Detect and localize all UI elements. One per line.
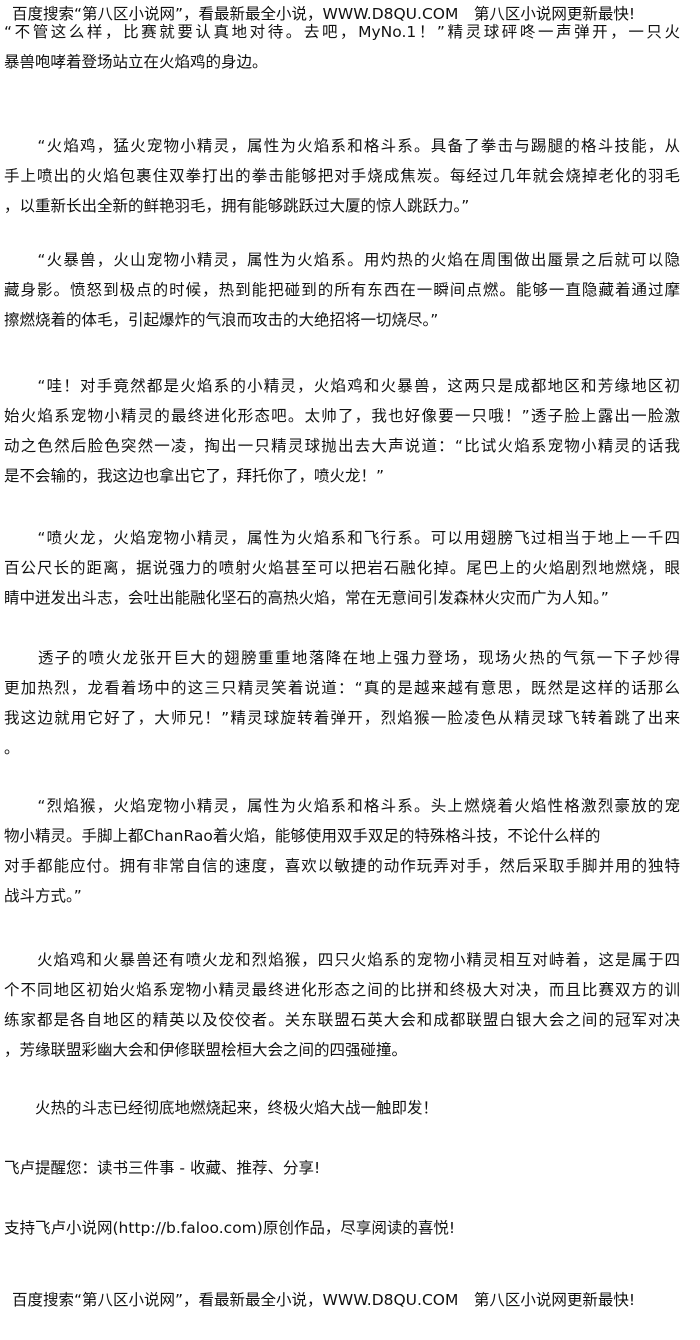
text-line: 我这边就用它好了，大师兄！”精灵球旋转着弹开，烈焰猴一脸凌色从精灵球飞转着跳了出…: [4, 709, 680, 727]
text-line: 练家都是各自地区的精英以及佼佼者。关东联盟石英大会和成都联盟白银大会之间的冠军对…: [4, 1011, 680, 1029]
text-line: 火热的斗志已经彻底地燃烧起来，终极火焰大战一触即发！: [4, 1099, 439, 1117]
text-line: 藏身影。愤怒到极点的时候，热到能把碰到的所有东西在一瞬间点燃。能够一直隐藏着通过…: [4, 281, 680, 299]
text-line: 物小精灵。手脚上都ChanRao着火焰，能够使用双手双足的特殊格斗技，不论什么样…: [4, 827, 601, 845]
text-line: 动之色然后脸色突然一凌，掏出一只精灵球抛出去大声说道：“比试火焰系宠物小精灵的话…: [4, 437, 680, 455]
footer-ad: 百度搜索“第八区小说网”，看最新最全小说，WWW.D8QU.COM 第八区小说网…: [12, 1291, 636, 1309]
text-line: 火焰鸡和火暴兽还有喷火龙和烈焰猴，四只火焰系的宠物小精灵相互对峙着，这是属于四: [4, 951, 680, 969]
text-line: “不管这么样，比赛就要认真地对待。去吧，MyNo.1！”精灵球砰咚一声弹开，一只…: [4, 23, 680, 41]
text-line: 更加热烈，龙看着场中的这三只精灵笑着说道：“真的是越来越有意思，既然是这样的话那…: [4, 679, 680, 697]
text-line: 个不同地区初始火焰系宠物小精灵最终进化形态之间的比拼和终极大对决，而且比赛双方的…: [4, 981, 680, 999]
text-line: “哇！对手竟然都是火焰系的小精灵，火焰鸡和火暴兽，这两只是成都地区和芳缘地区初: [4, 377, 680, 395]
text-line: 睛中迸发出斗志，会吐出能融化坚石的高热火焰，常在无意间引发森林火灾而广为人知。”: [4, 589, 609, 607]
text-line: 对手都能应付。拥有非常自信的速度，喜欢以敏捷的动作玩弄对手，然后采取手脚并用的独…: [4, 857, 680, 875]
text-line: 始火焰系宠物小精灵的最终进化形态吧。太帅了，我也好像要一只哦！”透子脸上露出一脸…: [4, 407, 680, 425]
header-ad: 百度搜索“第八区小说网”，看最新最全小说，WWW.D8QU.COM 第八区小说网…: [12, 5, 636, 23]
text-line: 暴兽咆哮着登场站立在火焰鸡的身边。: [4, 53, 268, 71]
text-line: 是不会输的，我这边也拿出它了，拜托你了，喷火龙！”: [4, 467, 385, 485]
text-line: “火焰鸡，猛火宠物小精灵，属性为火焰系和格斗系。具备了拳击与踢腿的格斗技能，从: [4, 137, 680, 155]
text-line: “火暴兽，火山宠物小精灵，属性为火焰系。用灼热的火焰在周围做出蜃景之后就可以隐: [4, 251, 680, 269]
text-line: 飞卢提醒您：读书三件事 - 收藏、推荐、分享!: [4, 1159, 321, 1177]
text-line: ，芳缘联盟彩幽大会和伊修联盟桧桓大会之间的四强碰撞。: [4, 1041, 408, 1059]
text-line: 。: [4, 739, 20, 757]
text-line: 支持飞卢小说网(http://b.faloo.com)原创作品，尽享阅读的喜悦!: [4, 1219, 456, 1237]
text-line: “烈焰猴，火焰宠物小精灵，属性为火焰系和格斗系。头上燃烧着火焰性格激烈豪放的宠: [4, 797, 680, 815]
text-line: ，以重新长出全新的鲜艳羽毛，拥有能够跳跃过大厦的惊人跳跃力。”: [4, 197, 470, 215]
text-line: 透子的喷火龙张开巨大的翅膀重重地落降在地上强力登场，现场火热的气氛一下子炒得: [4, 649, 680, 667]
text-line: 百公尺长的距离，据说强力的喷射火焰甚至可以把岩石融化掉。尾巴上的火焰剧烈地燃烧，…: [4, 559, 680, 577]
text-line: 手上喷出的火焰包裹住双拳打出的拳击能够把对手烧成焦炭。每经过几年就会烧掉老化的羽…: [4, 167, 680, 185]
text-line: 战斗方式。”: [4, 887, 82, 905]
text-line: 擦燃烧着的体毛，引起爆炸的气浪而攻击的大绝招将一切烧尽。”: [4, 311, 439, 329]
text-line: “喷火龙，火焰宠物小精灵，属性为火焰系和飞行系。可以用翅膀飞过相当于地上一千四: [4, 529, 680, 547]
